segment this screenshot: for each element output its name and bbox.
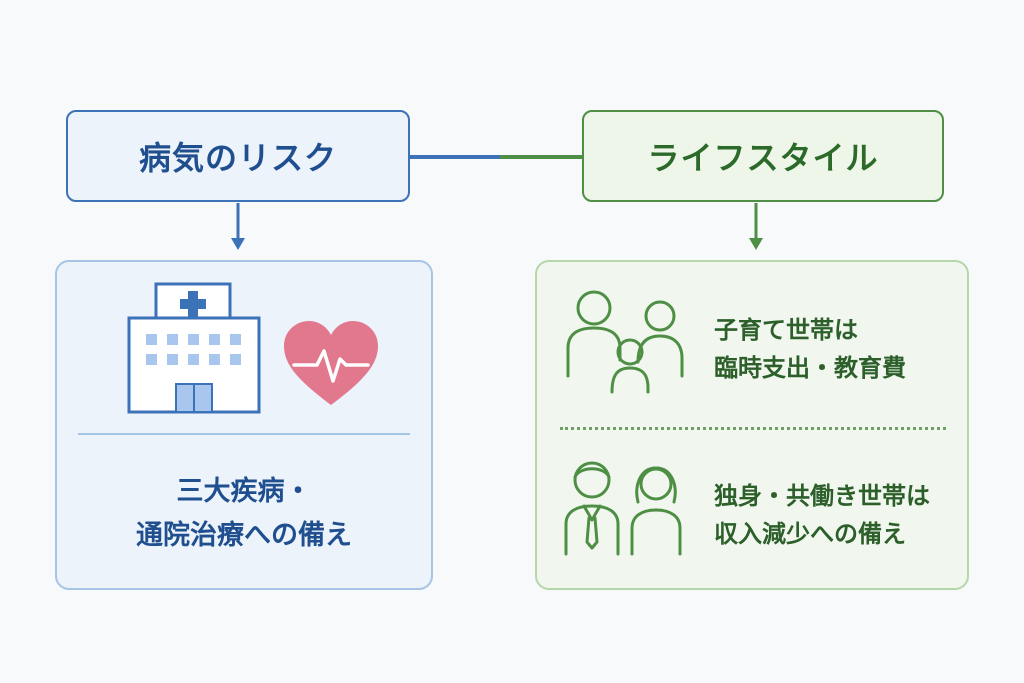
header-lifestyle: ライフスタイル: [582, 110, 944, 202]
heart-icon: [284, 321, 378, 405]
arrow-left-down: [231, 203, 245, 250]
disease-caption-line2: 通院治療への備え: [136, 520, 352, 551]
header-disease-risk-label: 病気のリスク: [138, 139, 337, 177]
disease-caption-line1: 三大疾病・: [176, 476, 312, 507]
single-dualincome-text: 独身・共働き世帯は 収入減少への備え: [714, 477, 964, 553]
disease-caption: 三大疾病・ 通院治療への備え: [78, 470, 410, 558]
arrow-right-down: [749, 203, 763, 250]
single-dualincome-line2: 収入減少への備え: [714, 520, 906, 548]
family-text-line2: 臨時支出・教育費: [714, 354, 906, 382]
header-disease-risk: 病気のリスク: [66, 110, 410, 202]
couple-icon: [564, 461, 682, 556]
panel-disease: [55, 260, 433, 590]
family-text-line1: 子育て世帯は: [714, 316, 858, 344]
panel-divider: [78, 433, 410, 435]
family-text: 子育て世帯は 臨時支出・教育費: [714, 311, 954, 387]
hospital-icon: [127, 282, 261, 414]
header-lifestyle-label: ライフスタイル: [647, 139, 879, 177]
single-dualincome-line1: 独身・共働き世帯は: [714, 482, 930, 510]
panel-dotted-divider: [560, 427, 946, 430]
family-icon: [566, 290, 684, 394]
